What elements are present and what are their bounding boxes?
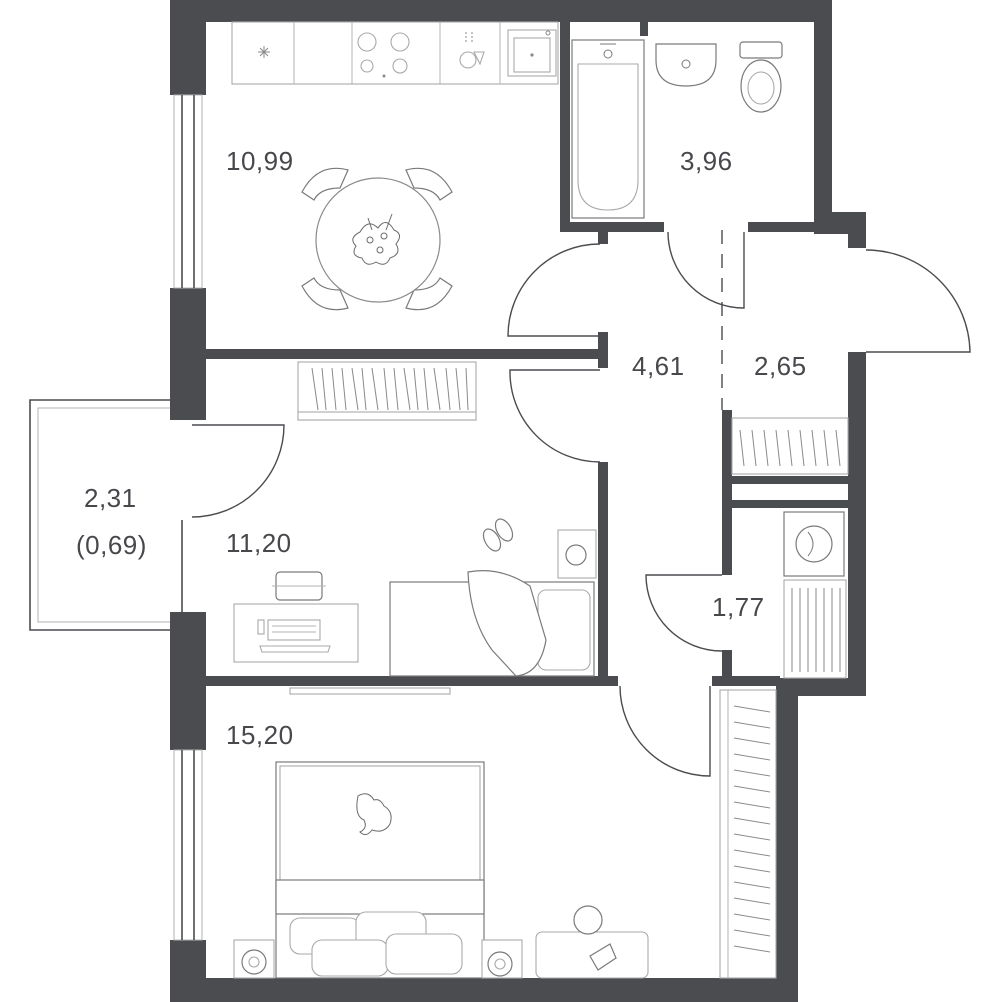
- dressing-table: [535, 905, 649, 979]
- toilet-icon: [739, 41, 783, 113]
- area-label-balcony-reduced: (0,69): [76, 530, 147, 560]
- cooktop-icon: [357, 32, 410, 78]
- area-label-hallway: 4,61: [632, 351, 685, 381]
- area-labels: 10,99 3,96 4,61 2,65 2,31 (0,69) 11,20 1…: [76, 146, 807, 750]
- walls: [170, 0, 866, 1002]
- office-chair-icon: [272, 571, 326, 601]
- desk: [233, 603, 359, 663]
- area-label-kitchen: 10,99: [226, 146, 294, 176]
- tv-stand: [289, 687, 451, 695]
- snowflake-icon: [258, 46, 270, 58]
- flower-vase-icon: [352, 213, 400, 265]
- balcony-outline: [29, 399, 170, 631]
- nightstand-lamp-icon: [233, 939, 523, 979]
- bathtub-icon: [571, 39, 645, 219]
- area-label-hallway-entry: 2,65: [754, 351, 807, 381]
- double-bed: [275, 761, 485, 979]
- area-label-balcony: 2,31: [84, 483, 137, 513]
- slippers-icon: [482, 518, 514, 552]
- area-label-storage: 1,77: [712, 592, 765, 622]
- hall-wardrobe: [731, 417, 849, 475]
- doors: [191, 230, 971, 777]
- chair-icon: [301, 167, 453, 311]
- kitchen-counter: [231, 21, 559, 85]
- storage-shelves: [783, 579, 847, 679]
- area-label-room-2: 15,20: [226, 720, 294, 750]
- pet-dog-icon: [356, 793, 392, 836]
- sink-icon: [507, 29, 557, 77]
- wardrobe: [297, 361, 477, 421]
- windows: [173, 94, 203, 941]
- wardrobe-hangers: [311, 367, 469, 411]
- washbasin-icon: [655, 43, 717, 87]
- nightstand-icon: [557, 529, 597, 579]
- room2-wardrobe: [719, 689, 777, 979]
- area-label-bathroom: 3,96: [680, 146, 733, 176]
- bed-single: [389, 570, 595, 677]
- washing-machine-icon: [783, 511, 845, 577]
- area-label-room-1: 11,20: [226, 528, 292, 558]
- room2-wardrobe-hangers: [733, 705, 771, 953]
- dishwasher-icon: [459, 32, 485, 69]
- dining-table: [301, 167, 453, 311]
